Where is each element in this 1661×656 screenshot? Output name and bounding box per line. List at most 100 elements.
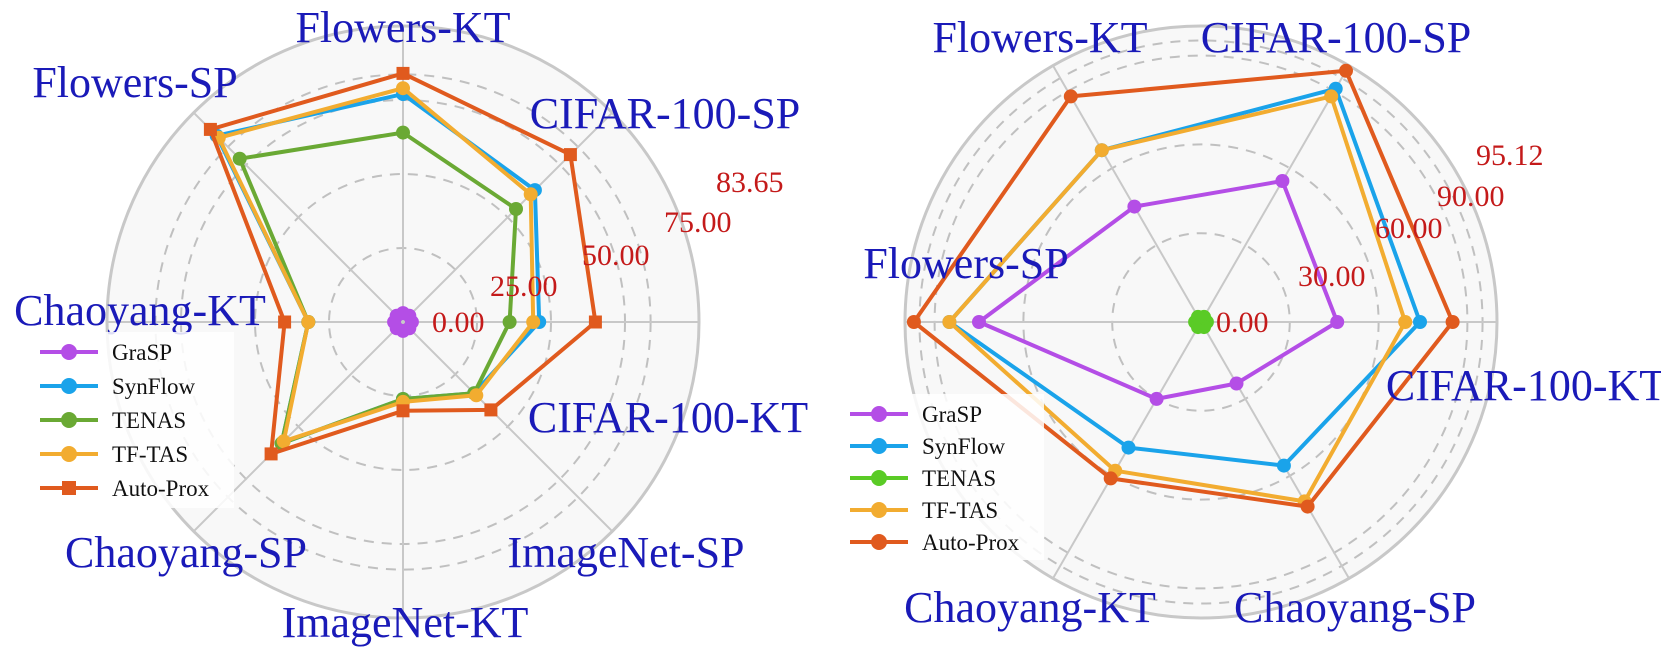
point-tf-tas-flowers-kt — [396, 81, 410, 96]
axis-label-chaoyang-kt: Chaoyang-KT — [14, 286, 266, 335]
series-auto-prox — [203, 66, 602, 461]
point-tf-tas-flowers-sp — [942, 315, 957, 329]
tick-label: 0.00 — [1216, 306, 1269, 339]
tick-label: 25.00 — [490, 270, 558, 303]
axis-label-imagenet-kt: ImageNet-KT — [282, 598, 529, 647]
legend-marker — [871, 470, 887, 486]
axis-label-chaoyang-sp: Chaoyang-SP — [1234, 583, 1476, 632]
legend-marker — [61, 378, 77, 394]
radar-spoke-flowers-kt — [1052, 65, 1202, 323]
legend-item-auto-prox: Auto-Prox — [850, 530, 1020, 555]
tick-label: 50.00 — [582, 239, 650, 272]
radar-spoke-imagenet-sp — [402, 321, 614, 533]
series-tenas — [1188, 309, 1214, 335]
radar-spoke-cifar-100-sp — [1200, 65, 1350, 323]
tick-label: 75.00 — [664, 206, 732, 239]
point-auto-prox-imagenet-sp — [484, 403, 498, 417]
legend-label: SynFlow — [922, 434, 1005, 459]
legend-marker — [871, 406, 887, 422]
point-grasp-flowers-kt — [1127, 199, 1142, 214]
series-grasp — [387, 306, 419, 338]
point-tenas-cifar-100-kt — [502, 315, 517, 329]
legend-item-synflow: SynFlow — [850, 434, 1005, 459]
legend-label: TF-TAS — [922, 498, 998, 523]
legend-label: Auto-Prox — [922, 530, 1020, 555]
axis-label-chaoyang-kt: Chaoyang-KT — [904, 583, 1156, 632]
point-auto-prox-flowers-sp — [203, 122, 217, 136]
radar-spoke-chaoyang-sp — [1200, 321, 1350, 579]
point-tf-tas-cifar-100-sp — [1324, 89, 1339, 104]
legend-item-tf-tas: TF-TAS — [850, 498, 998, 523]
point-tf-tas-chaoyang-kt — [301, 315, 316, 329]
point-auto-prox-cifar-100-sp — [563, 148, 577, 162]
axis-label-cifar-100-sp: CIFAR-100-SP — [1201, 13, 1472, 62]
point-tenas-flowers-kt — [396, 125, 410, 140]
legend-item-grasp: GraSP — [850, 402, 982, 427]
legend-label: GraSP — [112, 340, 172, 365]
point-auto-prox-imagenet-kt — [396, 404, 410, 418]
point-auto-prox-flowers-kt — [1063, 89, 1078, 104]
legend-marker — [871, 534, 887, 550]
legend-marker — [62, 481, 76, 495]
point-grasp-cifar-100-kt — [1330, 315, 1345, 329]
point-tenas-cifar-100-sp — [509, 202, 523, 216]
axis-label-imagenet-sp: ImageNet-SP — [507, 528, 744, 577]
point-auto-prox-chaoyang-kt — [278, 315, 292, 329]
point-grasp-chaoyang-sp — [1229, 376, 1244, 391]
legend-item-grasp: GraSP — [40, 340, 172, 365]
point-tf-tas-flowers-kt — [1094, 143, 1109, 158]
axis-label-flowers-kt: Flowers-KT — [295, 3, 510, 52]
point-auto-prox-chaoyang-kt — [1103, 471, 1118, 486]
axis-label-flowers-sp: Flowers-SP — [32, 58, 237, 107]
point-grasp-flowers-sp — [389, 308, 404, 323]
point-auto-prox-flowers-kt — [396, 66, 410, 80]
legend-item-tf-tas: TF-TAS — [40, 442, 188, 467]
legend-item-tenas: TENAS — [850, 466, 996, 491]
point-grasp-cifar-100-sp — [1275, 174, 1290, 188]
point-grasp-flowers-sp — [972, 315, 986, 329]
point-tf-tas-cifar-100-kt — [1398, 315, 1413, 329]
legend-label: TENAS — [112, 408, 186, 433]
point-tenas-flowers-kt — [1191, 309, 1205, 324]
legend-item-tenas: TENAS — [40, 408, 186, 433]
series-auto-prox — [906, 63, 1460, 514]
axis-label-cifar-100-kt: CIFAR-100-KT — [528, 393, 808, 442]
legend-label: SynFlow — [112, 374, 195, 399]
axis-label-cifar-100-sp: CIFAR-100-SP — [530, 89, 801, 138]
axis-label-cifar-100-kt: CIFAR-100-KT — [1386, 361, 1661, 410]
point-auto-prox-flowers-sp — [906, 315, 921, 329]
point-tf-tas-imagenet-sp — [469, 388, 484, 403]
tick-label: 60.00 — [1375, 212, 1443, 245]
point-tenas-flowers-sp — [232, 151, 247, 166]
point-synflow-cifar-100-kt — [1413, 315, 1427, 329]
series-grasp — [972, 174, 1345, 406]
axis-label-chaoyang-sp: Chaoyang-SP — [65, 528, 307, 577]
radar-chart-left: Flowers-KT CIFAR-100-SP CIFAR-100-KT ImageN… — [14, 3, 808, 647]
radar-spoke-cifar-100-sp — [402, 111, 614, 323]
legend-item-synflow: SynFlow — [40, 374, 195, 399]
point-tf-tas-chaoyang-sp — [276, 434, 291, 449]
legend-label: TENAS — [922, 466, 996, 491]
legend-marker — [61, 412, 77, 428]
legend-label: GraSP — [922, 402, 982, 427]
legend-label: Auto-Prox — [112, 476, 210, 501]
axis-label-flowers-sp: Flowers-SP — [863, 239, 1068, 288]
legend-marker — [61, 446, 77, 462]
point-auto-prox-cifar-100-sp — [1339, 63, 1353, 78]
point-grasp-chaoyang-kt — [1149, 391, 1164, 406]
legend-marker — [61, 344, 77, 360]
legend-marker — [871, 438, 887, 454]
legend-label: TF-TAS — [112, 442, 188, 467]
tick-label: 90.00 — [1437, 180, 1505, 213]
radar-chart-right: CIFAR-100-SP CIFAR-100-KT Chaoyang-SP Chaoy… — [844, 13, 1661, 632]
point-tf-tas-cifar-100-sp — [523, 187, 538, 202]
point-auto-prox-cifar-100-kt — [1445, 315, 1460, 329]
point-auto-prox-cifar-100-kt — [588, 315, 602, 329]
tick-label: 83.65 — [716, 166, 784, 199]
tick-label: 30.00 — [1298, 260, 1366, 293]
axis-label-flowers-kt: Flowers-KT — [932, 13, 1147, 62]
